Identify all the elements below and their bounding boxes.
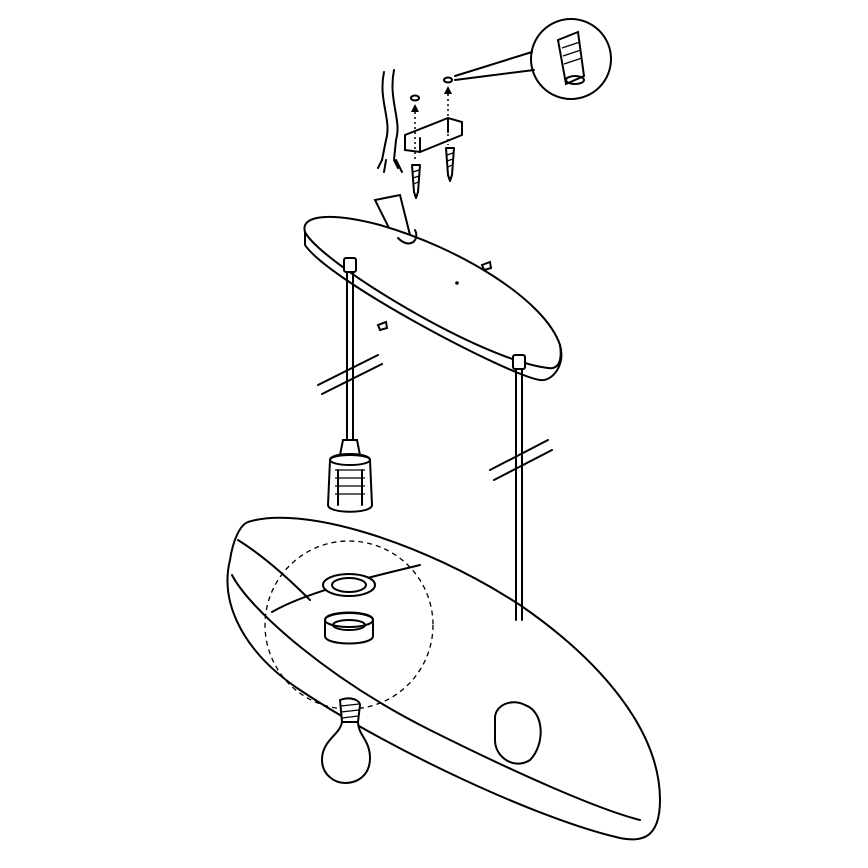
lamp-socket bbox=[326, 439, 374, 513]
mains-cable bbox=[377, 69, 403, 173]
wall-plugs bbox=[410, 76, 453, 160]
screw-left bbox=[411, 164, 421, 199]
bulb-right bbox=[494, 701, 542, 765]
socket-ring-detail bbox=[264, 540, 434, 710]
mounting-bracket bbox=[404, 116, 463, 154]
wall-plug-detail bbox=[454, 18, 612, 100]
ceiling-canopy bbox=[303, 193, 563, 382]
lamp-shade bbox=[226, 516, 661, 841]
arrow-up-icon bbox=[411, 104, 419, 112]
suspension-cord-left bbox=[317, 257, 383, 441]
suspension-cord-right bbox=[489, 354, 553, 621]
screw-right bbox=[445, 147, 455, 182]
bulb-left bbox=[320, 697, 372, 785]
arrow-up-icon bbox=[444, 86, 452, 94]
